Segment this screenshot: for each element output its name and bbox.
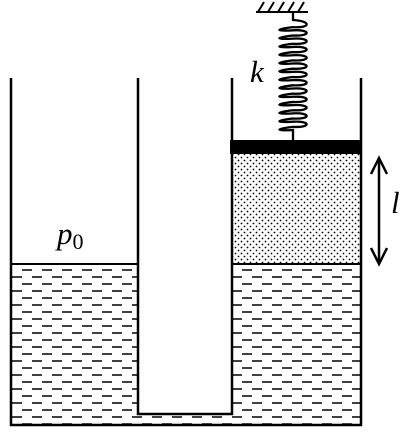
gas-length-label: l bbox=[391, 185, 400, 220]
trapped-gas bbox=[232, 154, 361, 264]
right-liquid bbox=[232, 264, 361, 414]
inner-divider bbox=[136, 78, 234, 416]
left-liquid bbox=[11, 264, 138, 414]
pressure-label: p0 bbox=[55, 216, 84, 254]
pressure-subscript: 0 bbox=[73, 229, 84, 254]
piston bbox=[230, 140, 361, 154]
double-arrow-icon bbox=[369, 155, 389, 267]
spring-constant-label: k bbox=[250, 54, 265, 89]
bottom-liquid bbox=[11, 414, 361, 425]
container bbox=[9, 78, 363, 427]
ceiling-hatch-icon bbox=[256, 1, 308, 13]
pressure-symbol: p bbox=[55, 216, 73, 251]
spring-icon bbox=[278, 10, 308, 142]
liquid bbox=[11, 263, 361, 425]
outer-wall bbox=[9, 78, 363, 427]
